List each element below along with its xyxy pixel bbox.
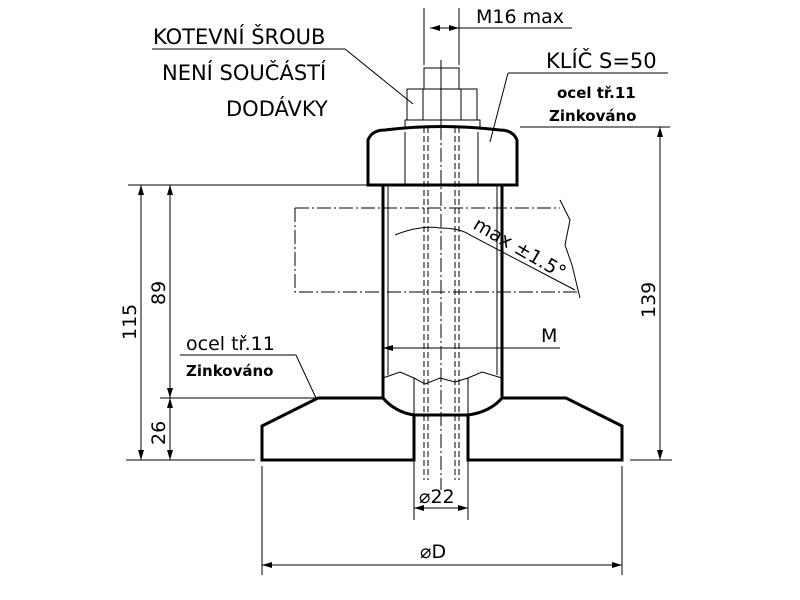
dim-139: 139 [638, 282, 660, 318]
thread-label: M [541, 325, 557, 347]
dim-base-diameter: ⌀D [420, 541, 446, 563]
dim-hole-diameter: ⌀22 [419, 486, 455, 508]
base-material: ocel tř.11 [186, 333, 275, 355]
hex-nut-large [366, 125, 519, 187]
hex-nut-small [404, 67, 481, 128]
base-note: ocel tř.11 Zinkováno [180, 333, 317, 399]
wrench-note: KLÍČ S=50 ocel tř.11 Zinkováno [489, 48, 668, 143]
tilt-label: max ±1.5° [470, 213, 570, 284]
bottom-dimensions: ⌀22 ⌀D [261, 460, 623, 575]
dim-89: 89 [148, 281, 170, 305]
dim-115: 115 [119, 304, 141, 340]
anchor-bolt-note: KOTEVNÍ ŠROUB NENÍ SOUČÁSTÍ DODÁVKY [152, 24, 414, 121]
thread-max-dim: M16 max [423, 6, 572, 65]
base-plate [260, 396, 624, 462]
tilt-indicator: max ±1.5° [294, 199, 581, 299]
note-line-3: DODÁVKY [226, 96, 328, 121]
nut-finish: Zinkováno [549, 107, 636, 125]
thread-max-label: M16 max [476, 6, 564, 28]
dim-26: 26 [148, 421, 170, 445]
nut-material: ocel tř.11 [557, 84, 636, 102]
base-finish: Zinkováno [186, 362, 273, 380]
wrench-label: KLÍČ S=50 [546, 48, 657, 73]
left-dimensions: 115 89 26 [119, 184, 368, 461]
right-dimension: 139 [520, 126, 672, 461]
note-line-1: KOTEVNÍ ŠROUB [153, 24, 325, 49]
note-line-2: NENÍ SOUČÁSTÍ [162, 60, 326, 85]
